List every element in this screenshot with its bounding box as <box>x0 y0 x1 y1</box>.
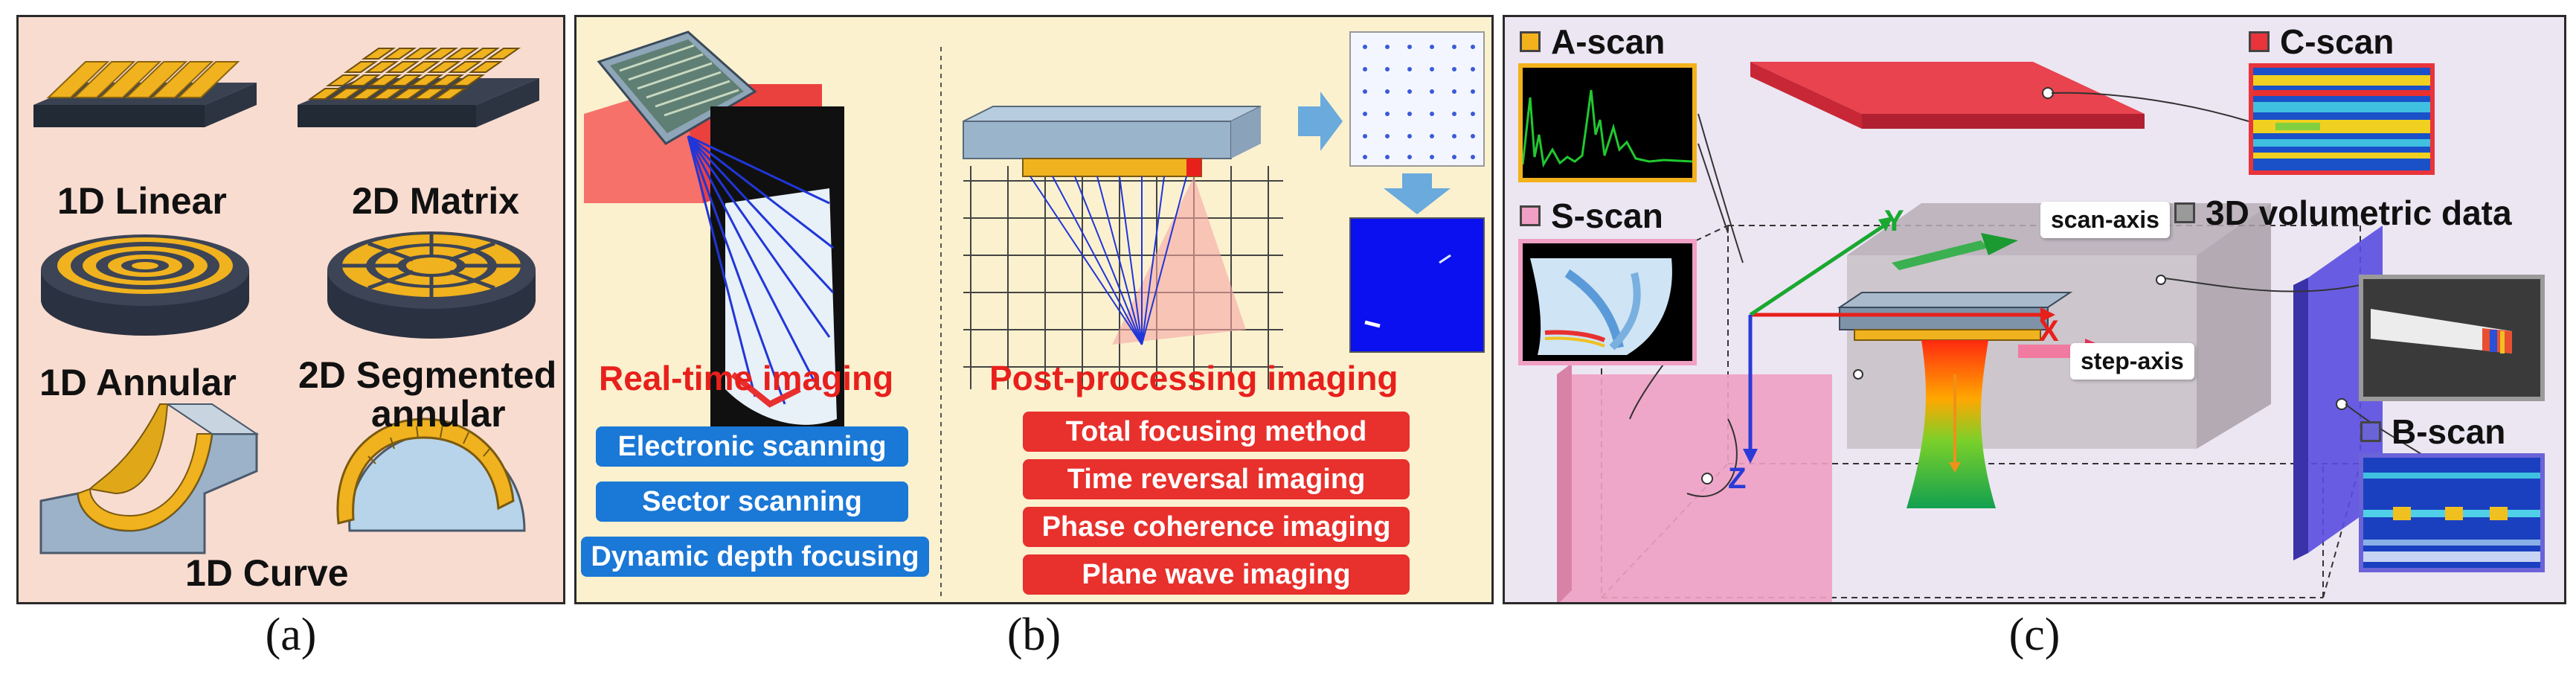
caption-b: (b) <box>1006 610 1061 660</box>
imaging-methods-illustration <box>584 31 1485 598</box>
b-scan-label: B-scan <box>2392 412 2506 451</box>
panel-a-probe-types: 1D Linear 2D Matrix 1D Annular 2D Segmen… <box>16 15 565 604</box>
realtime-imaging-title: Real-time imaging <box>599 359 894 397</box>
postprocessing-tfm-icon <box>963 106 1283 389</box>
axis-x-label: X <box>2039 315 2059 348</box>
label-annular: annular <box>371 393 506 435</box>
b-scan-swatch <box>2360 421 2381 442</box>
realtime-probe-wedge-icon <box>584 31 844 434</box>
s-scan-title: S-scan <box>1520 196 1663 236</box>
step-axis-callout: step-axis <box>2070 343 2194 380</box>
process-arrow-down-icon <box>1384 173 1451 214</box>
annular-array-probe-icon <box>41 234 249 336</box>
a-scan-label: A-scan <box>1551 22 1666 61</box>
s-scan-swatch <box>1520 205 1541 226</box>
volumetric-label: 3D volumetric data <box>2206 194 2512 232</box>
caption-a: (a) <box>265 610 317 660</box>
c-scan-swatch <box>2249 31 2270 52</box>
s-scan-thumbnail <box>1518 239 1697 365</box>
concave-curve-probe-icon <box>39 403 260 554</box>
scan-axis-arrow-icon <box>1892 233 2018 270</box>
a-scan-swatch <box>1520 31 1541 52</box>
segmented-annular-probe-icon <box>327 231 536 339</box>
process-arrow-right-icon <box>1298 92 1343 151</box>
volumetric-swatch <box>2174 202 2195 223</box>
method-sector-scanning: Sector scanning <box>596 482 908 522</box>
convex-curve-probe-icon <box>336 418 526 532</box>
postprocessing-imaging-title: Post-processing imaging <box>989 359 1398 397</box>
matrix-array-probe-icon <box>298 48 539 127</box>
coordinate-axes-icon <box>1743 217 2055 473</box>
axis-z-label: Z <box>1728 462 1747 495</box>
b-scan-thumbnail <box>2359 453 2545 572</box>
panel-b-imaging-methods: Real-time imaging Post-processing imagin… <box>574 15 1494 604</box>
label-2d-segmented: 2D Segmented <box>298 354 557 396</box>
volumetric-thumbnail <box>2359 275 2545 401</box>
label-1d-curve: 1D Curve <box>185 552 349 594</box>
method-plane-wave: Plane wave imaging <box>1023 554 1410 595</box>
label-2d-matrix: 2D Matrix <box>352 180 520 222</box>
ultrasound-beam-icon <box>1907 340 1996 508</box>
linear-array-probe-icon <box>33 61 257 127</box>
label-1d-linear: 1D Linear <box>57 180 227 222</box>
method-electronic-scanning: Electronic scanning <box>596 426 908 467</box>
a-scan-thumbnail <box>1518 63 1697 182</box>
c-scan-plane-icon <box>1750 62 2145 129</box>
method-phase-coherence: Phase coherence imaging <box>1023 507 1410 547</box>
a-scan-title: A-scan <box>1520 22 1665 62</box>
label-1d-annular: 1D Annular <box>39 362 237 403</box>
fmc-matrix-thumbnail <box>1349 31 1485 167</box>
method-dynamic-depth-focusing: Dynamic depth focusing <box>581 537 929 577</box>
method-total-focusing: Total focusing method <box>1023 412 1410 452</box>
tfm-result-thumbnail <box>1349 217 1485 353</box>
s-scan-plane-icon <box>1557 363 1832 602</box>
panel-c-scan-views: A-scan S-scan C-scan <box>1503 15 2566 604</box>
axis-y-label: Y <box>1884 205 1904 237</box>
caption-c: (c) <box>2008 610 2061 660</box>
volumetric-title: 3D volumetric data <box>2174 193 2512 233</box>
probe-types-illustration <box>33 48 539 554</box>
b-scan-title: B-scan <box>2360 412 2505 452</box>
c-scan-title: C-scan <box>2249 22 2394 62</box>
c-scan-label: C-scan <box>2280 22 2394 61</box>
c-scan-thumbnail <box>2249 63 2435 175</box>
scan-axis-callout: scan-axis <box>2040 202 2170 238</box>
method-time-reversal: Time reversal imaging <box>1023 459 1410 499</box>
s-scan-label: S-scan <box>1551 196 1663 235</box>
